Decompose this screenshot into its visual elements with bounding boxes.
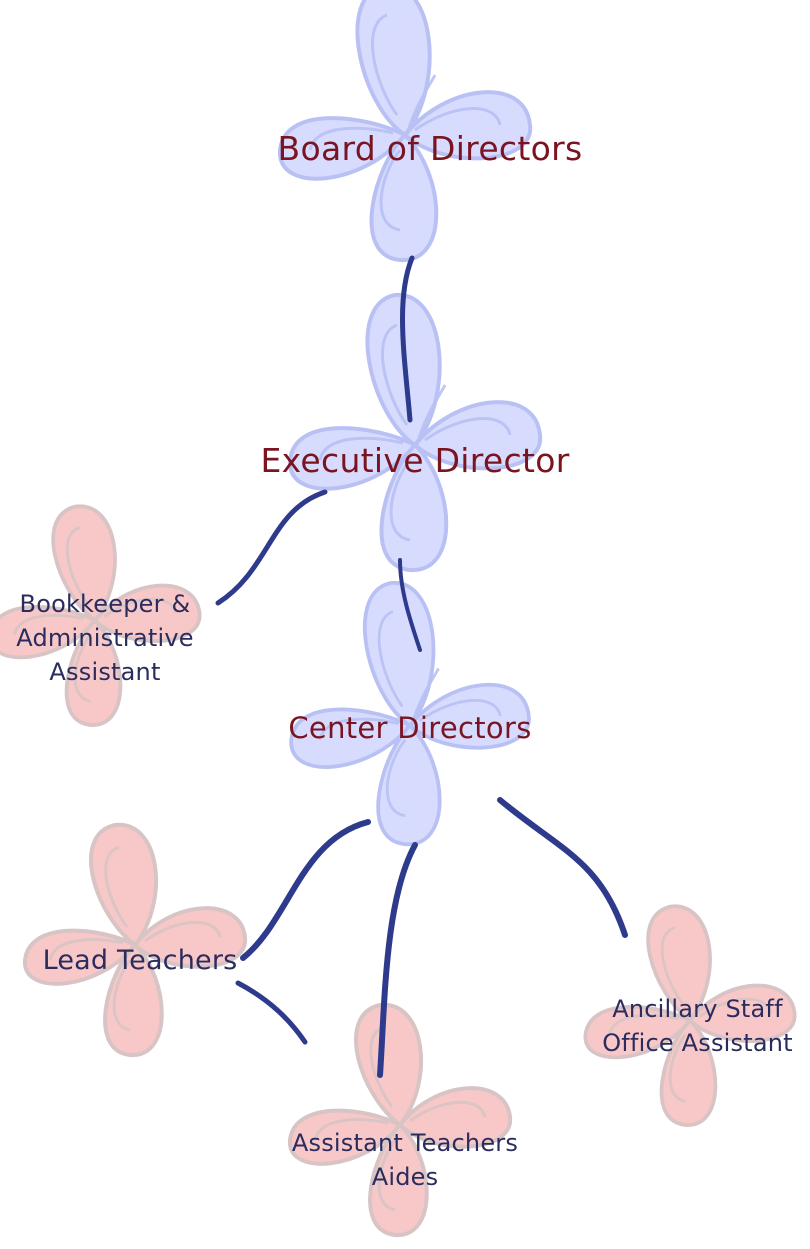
label-ancillary-line-2: Office Assistant	[602, 1029, 793, 1058]
label-center-directors: Center Directors	[288, 711, 532, 745]
node-lead-teachers: Lead Teachers	[20, 944, 260, 978]
connector-executive-center	[398, 558, 422, 652]
connector-center-lead	[240, 819, 371, 961]
label-bookkeeper-line-1: Bookkeeper &	[19, 590, 191, 618]
purple-butterfly-flower-executive	[287, 292, 543, 573]
connector-board-executive	[400, 255, 415, 423]
label-lead-teachers: Lead Teachers	[42, 945, 238, 976]
node-board-of-directors: Board of Directors	[205, 128, 655, 169]
node-assistant-teachers: Assistant Teachers Aides	[255, 1126, 555, 1194]
connector-center-assistant	[377, 842, 418, 1078]
node-center-directors: Center Directors	[240, 710, 580, 746]
label-executive-director: Executive Director	[260, 441, 570, 480]
pink-butterfly-flower-assistant	[287, 1002, 513, 1238]
node-bookkeeper: Bookkeeper & Administrative Assistant	[0, 587, 210, 689]
label-board-of-directors: Board of Directors	[277, 129, 583, 168]
node-executive-director: Executive Director	[200, 440, 630, 481]
connector-center-ancillary	[497, 797, 628, 938]
label-ancillary-line-1: Ancillary Staff	[612, 995, 783, 1023]
pink-butterfly-flower-lead	[22, 822, 248, 1058]
label-bookkeeper-line-2: Administrative	[16, 624, 194, 653]
label-assistant-line-2: Aides	[371, 1163, 439, 1192]
connector-executive-bookkeeper	[215, 489, 328, 606]
label-assistant-line-1: Assistant Teachers	[291, 1129, 519, 1157]
connector-lead-assistant	[235, 980, 308, 1045]
label-bookkeeper-line-3: Assistant	[49, 658, 161, 687]
node-ancillary-staff: Ancillary Staff Office Assistant	[585, 992, 810, 1060]
